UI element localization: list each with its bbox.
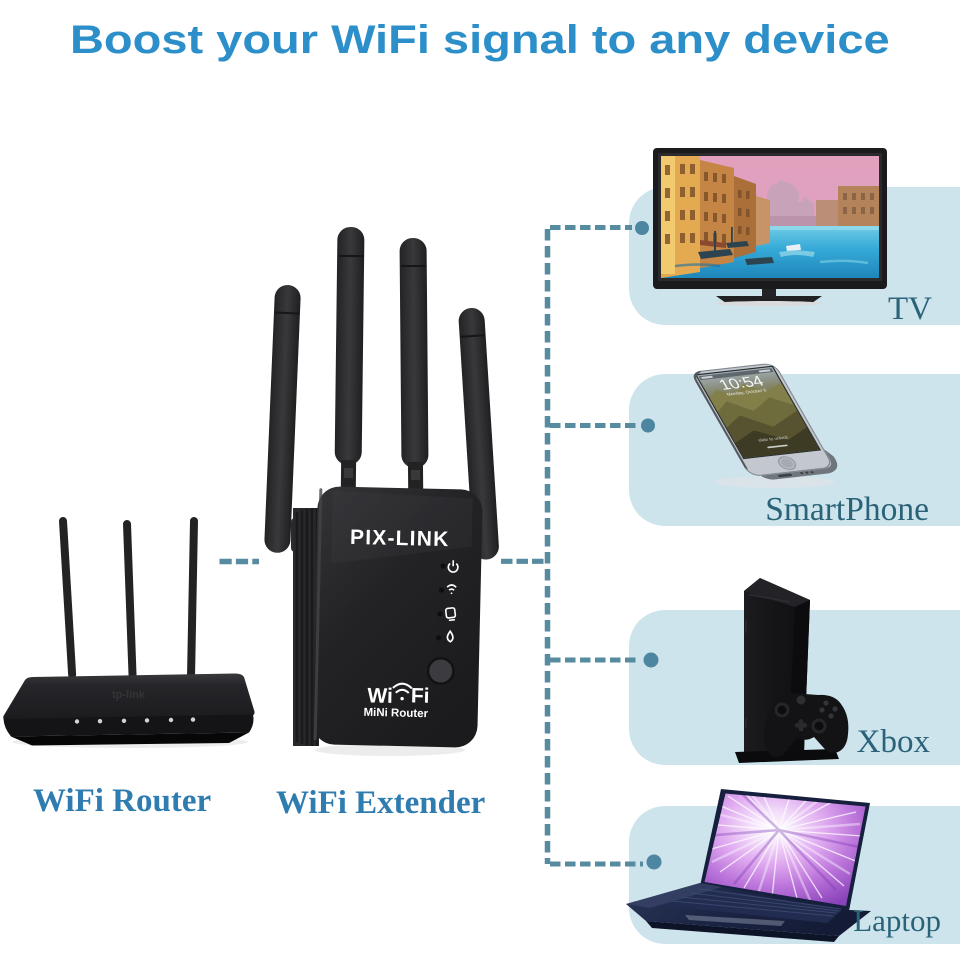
svg-text:PIX-LINK: PIX-LINK <box>350 526 450 551</box>
svg-text:Fi: Fi <box>411 684 430 707</box>
svg-text:MiNi Router: MiNi Router <box>363 707 428 720</box>
svg-text:tp-link: tp-link <box>112 689 146 701</box>
svg-text:10:54: 10:54 <box>715 373 766 394</box>
svg-text:Wi: Wi <box>367 684 393 708</box>
svg-text:slide to unlock: slide to unlock <box>757 435 790 443</box>
svg-text:Monday, October 6: Monday, October 6 <box>726 388 768 397</box>
